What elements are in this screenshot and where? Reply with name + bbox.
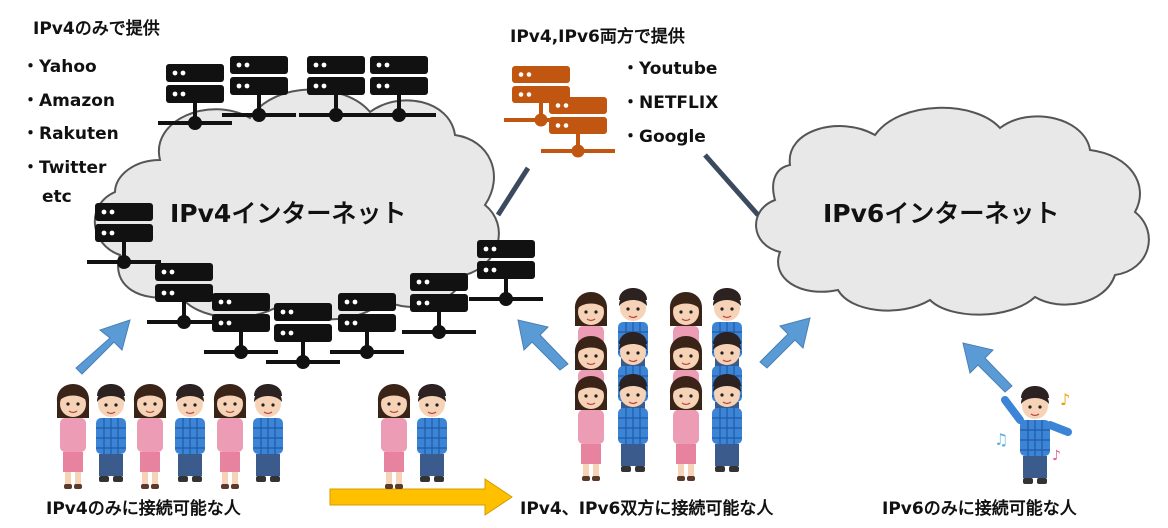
middle-pair-people (377, 383, 448, 490)
music-note-icon: ♪ (1052, 448, 1061, 464)
dual-stack-title: IPv4,IPv6両方で提供 (510, 27, 685, 47)
dual-stack-servers (504, 66, 615, 158)
link-to-ipv6 (703, 153, 760, 217)
arrow-right-up-left (962, 342, 1013, 393)
server-rack-icon (147, 263, 221, 329)
link-to-ipv4 (495, 166, 531, 217)
dual-service-item: ・Youtube (622, 59, 718, 79)
ipv4-service-item: ・Amazon (22, 91, 116, 111)
dual-service-item: ・NETFLIX (622, 93, 719, 113)
server-rack-icon (266, 303, 340, 369)
person-female-icon (213, 383, 247, 490)
person-male-icon (174, 383, 206, 483)
server-rack-icon (541, 97, 615, 158)
arrow-left-up (75, 319, 131, 375)
ipv4-only-people-label: IPv4のみに接続可能な人 (46, 499, 241, 519)
dual-service-item: ・Google (622, 127, 706, 147)
server-rack-icon (204, 293, 278, 359)
ipv4-service-item: ・Rakuten (22, 124, 119, 144)
ipv4-only-people (56, 383, 284, 490)
arrow-center-up-right (759, 317, 811, 369)
person-male-icon (711, 373, 743, 473)
migration-arrow (329, 478, 513, 516)
server-rack-icon (330, 293, 404, 359)
server-rack-icon (469, 240, 543, 306)
person-female-icon (574, 375, 608, 482)
ipv4-service-item: ・Twitter (22, 158, 107, 178)
person-male-icon (617, 373, 649, 473)
person-male-icon (416, 383, 448, 483)
server-rack-icon (402, 273, 476, 339)
dual-stack-people (574, 287, 743, 482)
music-note-icon: ♫ (994, 430, 1008, 449)
person-male-icon (252, 383, 284, 483)
person-female-icon (669, 375, 703, 482)
dual-people-label: IPv4、IPv6双方に接続可能な人 (520, 499, 774, 519)
person-female-icon (133, 383, 167, 490)
ipv4-service-item: ・Yahoo (22, 57, 97, 77)
ipv6-cloud (755, 106, 1150, 316)
ipv6-only-person: ♪ ♫ ♪ (994, 385, 1072, 485)
ipv4-service-item: etc (42, 187, 72, 207)
person-female-icon (56, 383, 90, 490)
person-female-icon (377, 383, 411, 490)
person-male-icon (95, 383, 127, 483)
ipv4-cloud-label: IPv4インターネット (170, 199, 407, 228)
ipv6-cloud-label: IPv6インターネット (823, 199, 1060, 228)
ipv4-only-title: IPv4のみで提供 (33, 19, 160, 39)
person-male-icon (1019, 385, 1051, 485)
music-note-icon: ♪ (1060, 390, 1070, 409)
ipv6-only-people-label: IPv6のみに接続可能な人 (882, 499, 1077, 519)
arrow-center-up-left (517, 319, 569, 371)
